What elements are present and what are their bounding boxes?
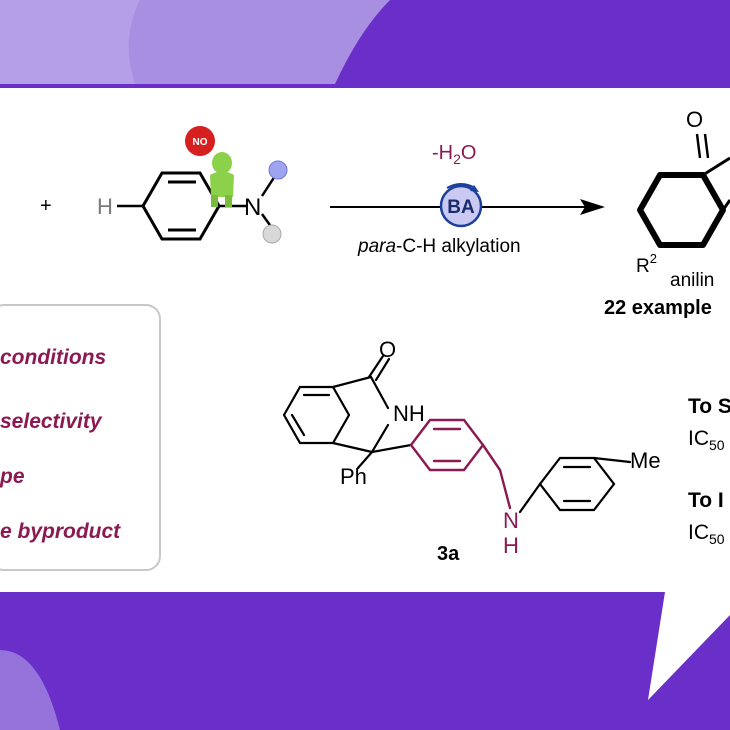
top-left-highlight <box>0 0 140 84</box>
activity-1-value: IC50 <box>688 427 725 453</box>
feature-3: pe <box>0 465 25 488</box>
feature-box <box>0 304 161 571</box>
catalyst-label: BA <box>447 197 475 218</box>
n-substituent-bond-1 <box>260 175 277 197</box>
bubble-tail <box>648 592 730 700</box>
aniline-n-label: N <box>244 194 261 221</box>
water-loss: -H2O <box>432 142 476 167</box>
compound-ph-label: Ph <box>340 464 367 489</box>
reaction-condition: para-C-H alkylation <box>357 236 521 257</box>
compound-n-label: N <box>503 508 519 533</box>
feature-2: selectivity <box>0 410 103 433</box>
product-o-label: O <box>686 107 703 132</box>
product-ring-bond-2 <box>721 199 730 211</box>
activity-2-title: To I <box>688 489 724 512</box>
compound-h-label: H <box>503 533 519 558</box>
product-carbonyl-bond <box>695 133 702 159</box>
compound-id: 3a <box>437 543 460 565</box>
product-carbonyl-bond-2 <box>703 133 710 159</box>
activity-1-title: To S <box>688 395 730 418</box>
catalyst-circle <box>439 184 483 228</box>
activity-2-value: IC50 <box>688 521 725 547</box>
compound-nh-label: NH <box>393 401 425 426</box>
compound-o-label: O <box>379 337 396 362</box>
compound-me-label: Me <box>630 448 661 473</box>
product-r2-label: R2 <box>636 251 657 277</box>
catalyst-cycle-arrow-icon <box>470 185 479 192</box>
para-h-label: H <box>97 194 113 219</box>
no-badge-icon <box>185 126 215 156</box>
feature-4: e byproduct <box>0 520 121 543</box>
bottom-left-arc <box>0 650 60 730</box>
figure-icon <box>210 152 234 207</box>
feature-1: conditions <box>0 346 106 369</box>
product-ring-bond <box>702 156 730 177</box>
examples-count: 22 example <box>604 297 712 319</box>
reaction-arrow-head <box>580 199 605 215</box>
compound-3a-structure <box>282 354 632 514</box>
substituent-sphere-blue <box>268 160 288 180</box>
substituent-sphere-grey <box>262 224 282 244</box>
no-badge-text: NO <box>193 137 208 148</box>
plus-sign: + <box>40 195 52 217</box>
catalyst-cycle-arc <box>446 183 476 189</box>
product-class-label: anilin <box>670 270 714 291</box>
